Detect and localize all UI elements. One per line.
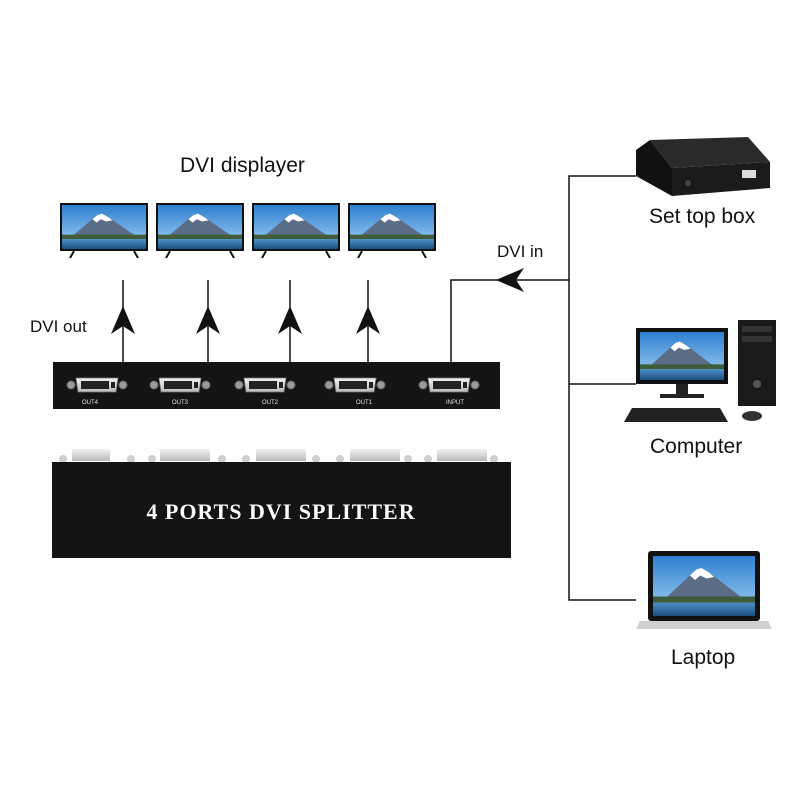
port-label-out1: OUT1 <box>356 400 373 406</box>
display-1 <box>60 203 148 258</box>
display-3 <box>252 203 340 258</box>
splitter-product-name: 4 PORTS DVI SPLITTER <box>146 499 415 524</box>
output-arrow-1 <box>356 280 380 362</box>
port-label-input: INPUT <box>446 400 464 406</box>
source-bus-line <box>568 175 636 601</box>
port-label-out4: OUT4 <box>82 400 99 406</box>
laptop-label: Laptop <box>671 646 736 669</box>
display-4 <box>348 203 436 258</box>
output-arrow-3 <box>196 280 220 362</box>
dvi-out-label: DVI out <box>30 317 87 336</box>
port-label-out2: OUT2 <box>262 400 279 406</box>
laptop-icon <box>636 551 772 629</box>
dvi-displayer-label: DVI displayer <box>180 154 305 177</box>
output-arrow-4 <box>111 280 135 362</box>
dvi-in-label: DVI in <box>497 242 544 261</box>
computer-label: Computer <box>650 435 743 458</box>
splitter-back-panel: OUT4 OUT3 OUT2 OUT1 INPUT <box>53 362 500 409</box>
set-top-box-label: Set top box <box>649 205 756 228</box>
port-label-out3: OUT3 <box>172 400 189 406</box>
output-arrow-2 <box>278 280 302 362</box>
splitter-front-view: 4 PORTS DVI SPLITTER <box>52 449 511 558</box>
display-2 <box>156 203 244 258</box>
input-connection-line <box>450 268 569 362</box>
set-top-box-icon <box>636 137 770 196</box>
computer-icon <box>624 320 776 422</box>
